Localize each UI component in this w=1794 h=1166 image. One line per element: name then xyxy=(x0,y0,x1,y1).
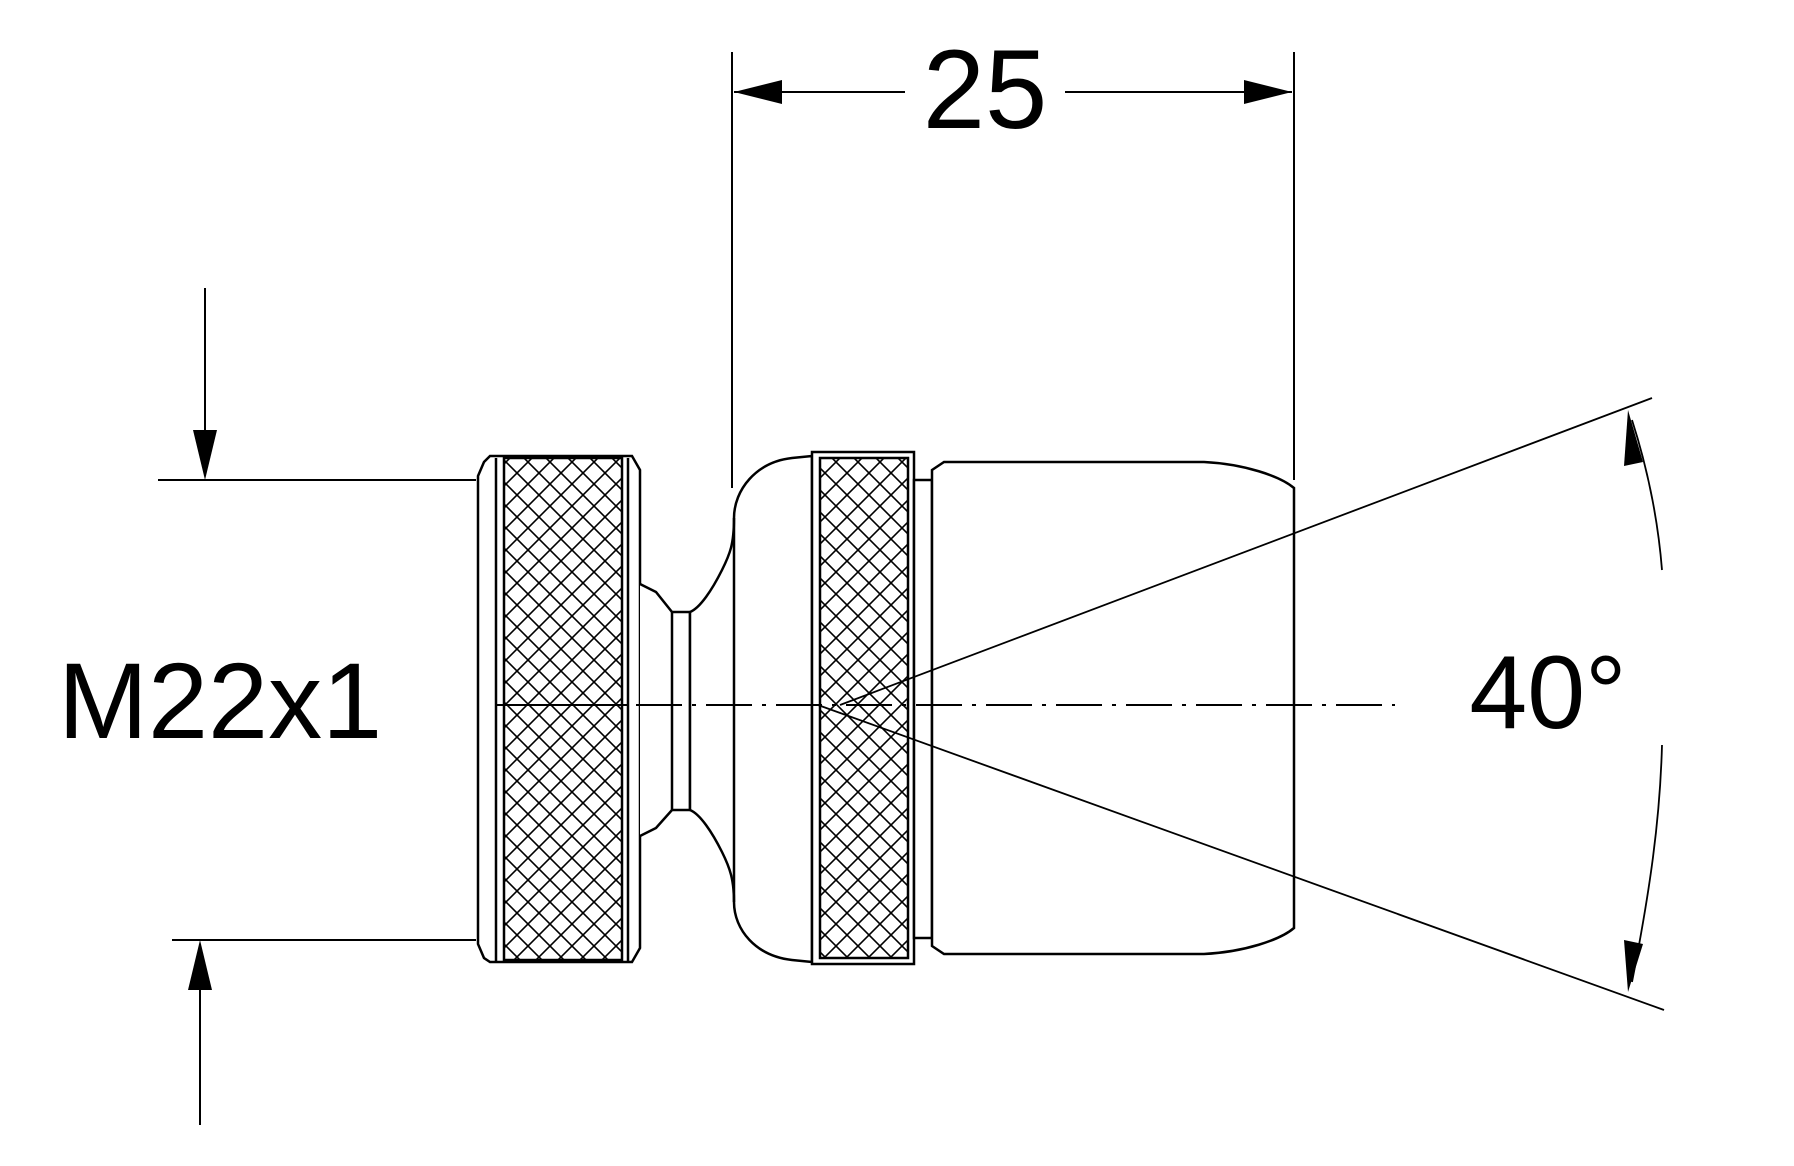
outlet-body-outline xyxy=(930,460,1296,956)
knurled-nut-left xyxy=(476,454,642,964)
outlet-body xyxy=(930,460,1296,956)
neck-connector xyxy=(639,582,692,838)
thread-label: M22x1 xyxy=(58,640,382,761)
spray-angle-indicator: 40° xyxy=(817,397,1665,1011)
ring-middle-knurl xyxy=(818,456,910,960)
collar-outline xyxy=(912,478,934,940)
angle-arrowhead-upper xyxy=(1624,410,1643,466)
thread-dimension: M22x1 xyxy=(58,288,476,1125)
neck-taper-left xyxy=(639,582,692,838)
angle-label: 40° xyxy=(1469,635,1626,751)
spray-line-upper xyxy=(839,397,1653,706)
angle-arrowhead-lower xyxy=(1624,940,1643,992)
collar xyxy=(912,478,934,940)
arrowhead-right xyxy=(1244,80,1292,104)
knurled-ring-middle xyxy=(810,450,916,966)
arrowhead-left xyxy=(734,80,782,104)
thread-arrowhead-top xyxy=(193,430,217,480)
nut-left-knurl xyxy=(502,456,624,962)
spray-line-lower xyxy=(817,704,1665,1011)
angle-arc-upper xyxy=(1631,419,1663,571)
length-label: 25 xyxy=(923,27,1048,152)
thread-arrowhead-bottom xyxy=(188,940,212,990)
length-dimension: 25 xyxy=(731,27,1295,488)
swivel-ball xyxy=(688,454,814,964)
swivel-ball-outline xyxy=(688,454,814,964)
